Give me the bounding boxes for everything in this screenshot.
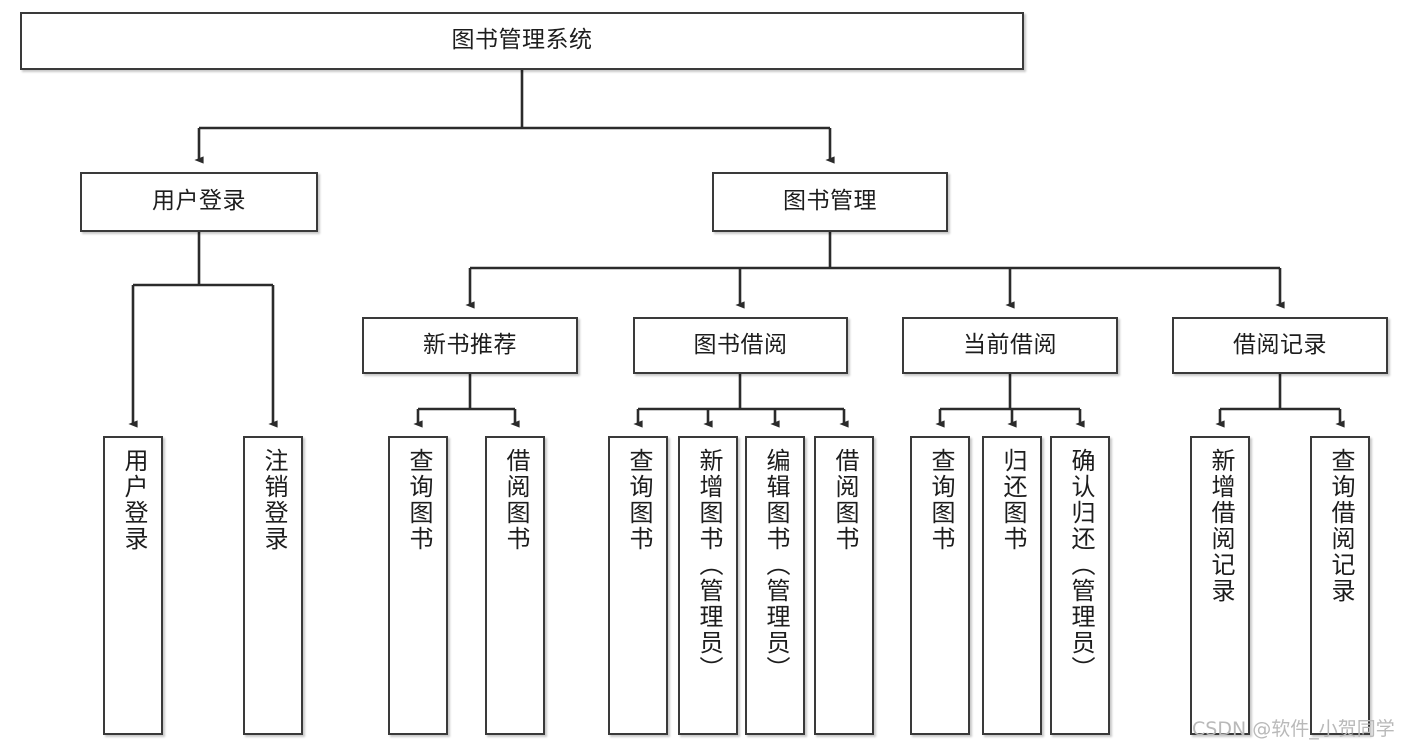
node-borrow-record[interactable]: 借阅记录 <box>1172 317 1388 374</box>
node-label: 借阅图书 <box>830 448 859 552</box>
node-label: 用户登录 <box>119 448 148 552</box>
node-book-management[interactable]: 图书管理 <box>712 172 948 232</box>
node-label: 新增借阅记录 <box>1206 448 1235 604</box>
node-user-login[interactable]: 用户登录 <box>80 172 318 232</box>
node-label: 新书推荐 <box>423 331 517 358</box>
leaf-borrow-book-nbr[interactable]: 借阅图书 <box>485 436 545 735</box>
node-label: 借阅图书 <box>501 448 530 552</box>
leaf-add-borrow-record[interactable]: 新增借阅记录 <box>1190 436 1250 735</box>
leaf-user-login[interactable]: 用户登录 <box>103 436 163 735</box>
leaf-return-book[interactable]: 归还图书 <box>982 436 1042 735</box>
leaf-edit-book-admin[interactable]: 编辑图书（管理员） <box>745 436 805 735</box>
node-label: 编辑图书（管理员） <box>761 448 790 682</box>
leaf-query-borrow-record[interactable]: 查询借阅记录 <box>1310 436 1370 735</box>
leaf-add-book-admin[interactable]: 新增图书（管理员） <box>678 436 738 735</box>
leaf-confirm-return-admin[interactable]: 确认归还（管理员） <box>1050 436 1110 735</box>
node-label: 当前借阅 <box>963 331 1057 358</box>
leaf-query-book-nbr[interactable]: 查询图书 <box>388 436 448 735</box>
node-current-borrow[interactable]: 当前借阅 <box>902 317 1118 374</box>
watermark-text: CSDN @软件_小贺同学 <box>1192 718 1395 740</box>
node-label: 归还图书 <box>998 448 1027 552</box>
node-book-borrow[interactable]: 图书借阅 <box>633 317 848 374</box>
node-label: 图书管理系统 <box>451 27 593 54</box>
node-label: 用户登录 <box>152 188 246 215</box>
leaf-query-book-bb[interactable]: 查询图书 <box>608 436 668 735</box>
node-label: 确认归还（管理员） <box>1066 448 1095 682</box>
node-label: 注销登录 <box>259 448 288 552</box>
node-label: 图书管理 <box>783 188 877 215</box>
node-label: 图书借阅 <box>693 331 788 358</box>
node-label: 查询图书 <box>624 448 653 552</box>
node-label: 查询借阅记录 <box>1326 448 1355 604</box>
node-new-book-recommend[interactable]: 新书推荐 <box>362 317 578 374</box>
leaf-user-logout[interactable]: 注销登录 <box>243 436 303 735</box>
leaf-query-book-cb[interactable]: 查询图书 <box>910 436 970 735</box>
node-label: 借阅记录 <box>1233 331 1327 358</box>
node-root-system[interactable]: 图书管理系统 <box>20 12 1024 70</box>
leaf-borrow-book-bb[interactable]: 借阅图书 <box>814 436 874 735</box>
node-label: 查询图书 <box>926 448 955 552</box>
node-label: 新增图书（管理员） <box>694 448 723 682</box>
node-label: 查询图书 <box>404 448 433 552</box>
